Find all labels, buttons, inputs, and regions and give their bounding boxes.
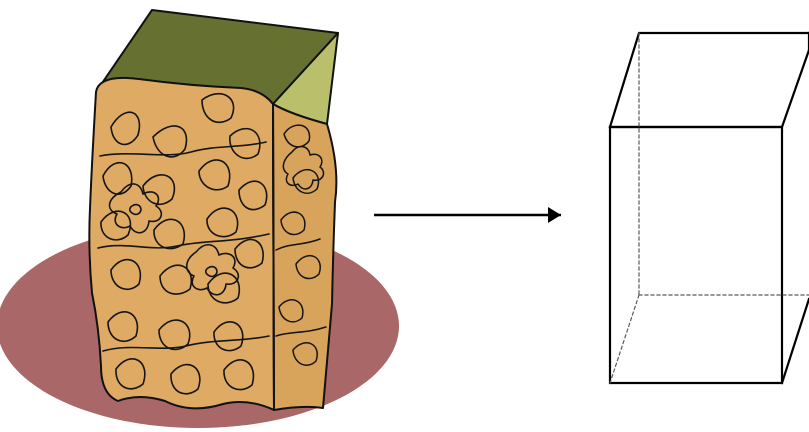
- prism-hidden-edges: [610, 33, 809, 383]
- prism-front-face: [610, 127, 782, 383]
- vase-illustration: [0, 10, 399, 428]
- transformation-arrow: [374, 207, 561, 223]
- box-front-edge: [273, 104, 274, 410]
- rectangular-prism-diagram: [610, 33, 809, 383]
- arrow-head: [548, 207, 561, 223]
- prism-top-face: [610, 33, 809, 127]
